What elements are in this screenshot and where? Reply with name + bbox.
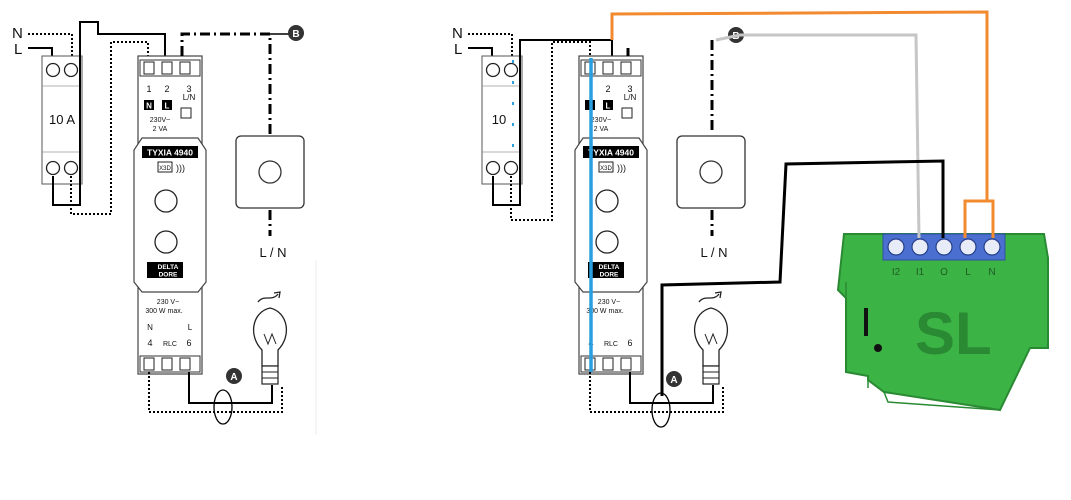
out-n: N [147,323,153,332]
shelly-terminal-label-i2: I2 [892,267,901,278]
right-term2-num: 2 [605,84,610,94]
out-l: L [188,323,193,332]
shelly-terminal-screw-i2 [887,238,905,256]
gray-switch-wire [715,33,921,239]
right-model-label: TYXIA 4940 [588,148,634,158]
right-lamp-wire-solid [629,372,714,404]
switch-button [258,160,282,184]
shelly-led-dot [874,344,882,352]
right-breaker-rating: 10 [492,112,506,127]
breaker-l-to-module [52,21,166,206]
lamp-wire-dotted [148,372,283,413]
switch-wire-dashdot [180,32,272,134]
out-4: 4 [147,338,152,348]
left-diagram: N L 10 A 1 2 [12,21,317,435]
right-marker-a-text: A [670,375,677,386]
right-lamp-icon [693,291,729,385]
x3d-label: X3D [159,166,171,172]
radio-wave-icon: ))) [176,163,185,173]
tyxia-module: 1 2 3 N L L/N 230V~ 2 VA TYXIA 4940 X3D … [133,55,207,375]
right-tyxia-module: 2 3 L L/N 230V~ 2 VA TYXIA 4940 X3D ))) … [574,55,648,375]
right-cable-ring-a [651,392,671,428]
shelly-led-bar [864,308,868,336]
out-6: 6 [186,338,191,348]
wire-l-label: L [14,41,22,58]
right-line-wire [468,47,493,58]
shelly-terminal-screw-o [935,238,953,256]
line-wire [28,47,53,58]
term1-num: 1 [146,84,151,94]
load-rating: 230 V~ [157,299,179,306]
shelly-logo: SL [915,300,992,367]
breaker-n-to-module [70,41,149,215]
button-top [154,189,178,213]
shelly-terminal-screw-n [983,238,1001,256]
marker-b-text: B [292,29,299,40]
shelly-terminal-label-o: O [940,267,948,278]
lamp-wire-solid [188,372,273,404]
right-marker-a [666,371,682,387]
right-wire-n-label: N [452,25,463,42]
button-bottom [154,230,178,254]
right-supply-rating: 230V~ [591,117,611,124]
right-switch-button [699,160,723,184]
right-lamp-wire-dotted [589,372,724,413]
right-out-rlc: RLC [604,341,618,348]
right-breaker: 10 [481,55,523,185]
black-output-wire [660,159,945,396]
right-out-6: 6 [627,338,632,348]
right-term3-label: L/N [624,93,637,102]
marker-a [226,368,242,384]
out-rlc: RLC [163,341,177,348]
right-switch-ln-label: L / N [701,245,728,260]
term2-badge: L [165,102,170,111]
right-x3d-label: X3D [600,166,612,172]
orange-live-wire [610,10,989,238]
right-radio-wave-icon: ))) [617,163,626,173]
right-term2-badge: L [606,102,611,111]
right-wire-l-label: L [454,41,462,58]
brand-line1: DELTA [158,264,179,271]
right-term3-num: 3 [627,84,632,94]
right-button-top [595,189,619,213]
shelly-terminal-screw-l [959,238,977,256]
wire-n-label: N [12,25,23,42]
supply-rating: 230V~ [150,117,170,124]
shelly-terminal-label-n: N [988,267,995,278]
right-button-bottom [595,230,619,254]
breaker-rating: 10 A [49,112,75,127]
right-supply-power: 2 VA [594,126,609,133]
shelly-module: I2 I1 O L N SL [836,233,1049,412]
marker-a-text: A [230,372,237,383]
brand-line2: DORE [159,272,178,279]
supply-power: 2 VA [153,126,168,133]
right-brand-line1: DELTA [599,264,620,271]
shelly-terminal-screw-i1 [911,238,929,256]
neutral-wire-dotted [28,33,73,58]
lamp-icon [252,291,288,385]
right-load-rating: 230 V~ [598,299,620,306]
right-neutral-wire-dotted [468,33,513,58]
load-power: 300 W max. [145,308,182,315]
right-breaker-n-to-module [510,41,591,221]
term2-num: 2 [164,84,169,94]
term3-num: 3 [186,84,191,94]
breaker-10a: 10 A [41,55,83,185]
term3-label: L/N [183,93,196,102]
right-load-power: 300 W max. [586,308,623,315]
cable-ring-a [213,389,233,425]
model-label: TYXIA 4940 [147,148,193,158]
orange-live-wire-branch [987,199,995,238]
marker-b [288,25,304,41]
shelly-terminal-label-i1: I1 [916,267,925,278]
right-brand-line2: DORE [600,272,619,279]
shelly-terminal-label-l: L [965,267,971,278]
right-diagram: N L 10 2 3 L [452,10,1049,428]
term1-badge: N [146,102,152,111]
shelly-terminals: I2 I1 O L N [887,238,1001,278]
switch-ln-label: L / N [260,245,287,260]
